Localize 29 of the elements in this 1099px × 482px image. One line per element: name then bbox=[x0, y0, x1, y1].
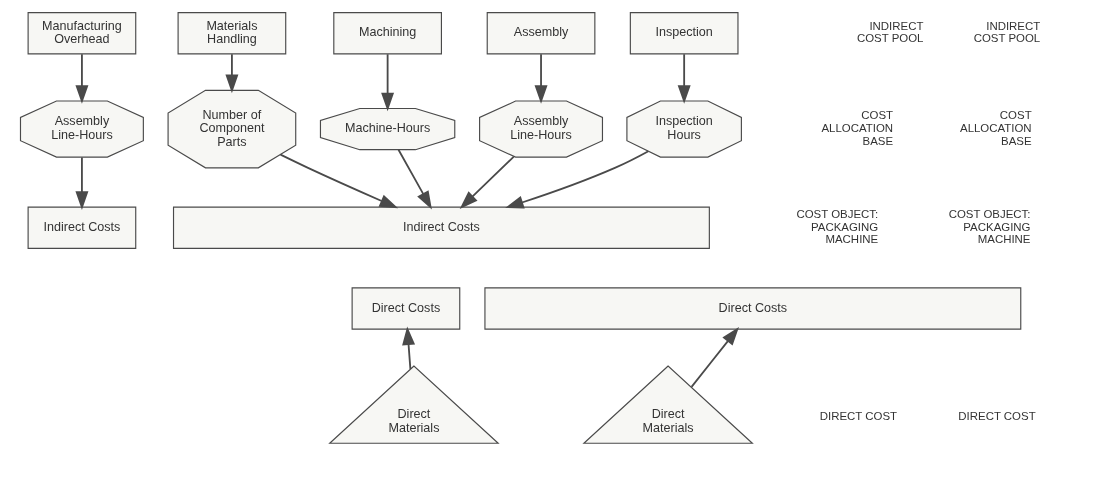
arrow bbox=[505, 150, 650, 209]
arrow bbox=[279, 153, 399, 209]
node-box: Indirect Costs bbox=[172, 206, 710, 249]
label: COST ALLOCATION BASE bbox=[960, 109, 1032, 147]
label: INDIRECT COST POOL bbox=[973, 19, 1041, 45]
arrow bbox=[690, 327, 739, 388]
node-box: Indirect Costs bbox=[27, 206, 137, 249]
node-box: Manufacturing Overhead bbox=[27, 12, 137, 55]
arrow bbox=[677, 53, 691, 104]
arrow bbox=[75, 53, 89, 104]
arrow bbox=[381, 53, 395, 112]
node-box: Inspection bbox=[629, 12, 739, 55]
arrow bbox=[225, 53, 239, 94]
label: DIRECT COST bbox=[958, 410, 1036, 423]
arrow bbox=[534, 53, 548, 104]
node-box: Direct Costs bbox=[484, 287, 1022, 330]
label: INDIRECT COST POOL bbox=[856, 19, 924, 45]
node-box: Direct Costs bbox=[351, 287, 461, 330]
label: DIRECT COST bbox=[819, 410, 898, 423]
arrow bbox=[402, 326, 416, 370]
arrow bbox=[75, 156, 89, 210]
label: COST ALLOCATION BASE bbox=[821, 109, 894, 147]
label: COST OBJECT: PACKAGING MACHINE bbox=[796, 208, 879, 246]
label: COST OBJECT: PACKAGING MACHINE bbox=[948, 208, 1031, 246]
node-box: Materials Handling bbox=[177, 12, 287, 55]
node-box: Machining bbox=[333, 12, 442, 55]
arrow bbox=[459, 155, 515, 209]
node-box: Assembly bbox=[486, 12, 596, 55]
arrow bbox=[397, 148, 432, 210]
